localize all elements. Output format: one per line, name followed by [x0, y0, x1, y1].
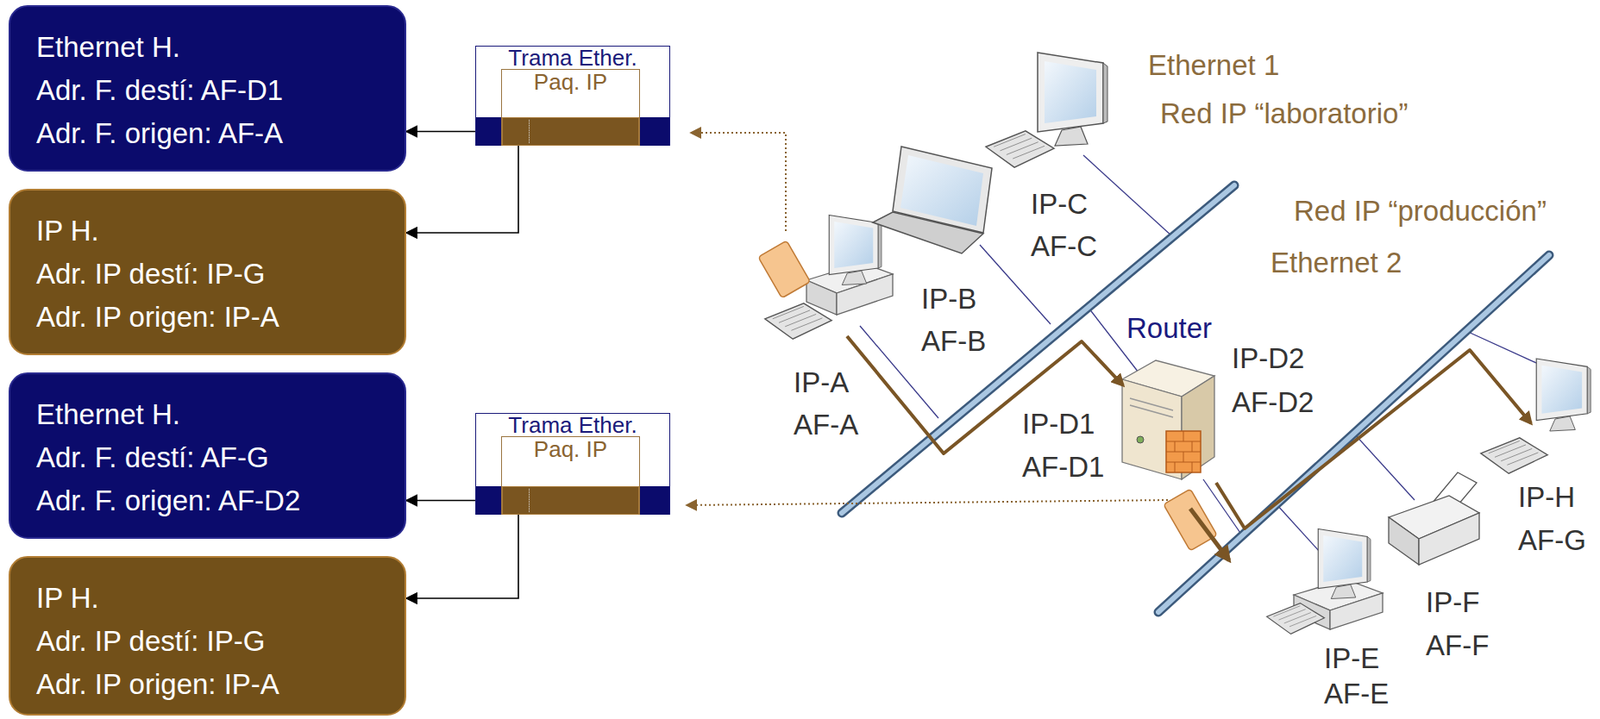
node-heading: Ethernet H.	[36, 393, 388, 437]
wire	[1083, 155, 1174, 238]
node-text: Adr. F. destí: AF-D1	[36, 69, 388, 113]
wire	[1354, 433, 1415, 501]
network-label: IP-D1	[1022, 407, 1095, 441]
brick-line	[1192, 441, 1193, 452]
monitor	[1037, 52, 1108, 146]
header-pointer	[406, 131, 476, 133]
header-pointer	[406, 145, 519, 233]
laptop	[872, 146, 992, 254]
brick-line	[1174, 462, 1176, 473]
packet-icon	[1163, 489, 1218, 552]
network-label: Router	[1126, 312, 1212, 346]
header-divider	[528, 489, 530, 513]
packet-bar	[501, 117, 640, 146]
packet-bar	[501, 486, 640, 515]
node-heading: Trama Ether.	[476, 414, 670, 437]
network-label: AF-C	[1030, 230, 1098, 264]
network-label: Ethernet 1	[1148, 49, 1280, 82]
network-label: IP-A	[793, 366, 849, 400]
workstation	[1480, 358, 1591, 474]
workstation	[985, 52, 1108, 168]
ip-packet: Paq. IP	[501, 436, 640, 515]
printer-front	[1388, 517, 1419, 565]
bus-fill	[841, 185, 1235, 514]
network-label: AF-D1	[1022, 451, 1105, 484]
ip-header-box: IP H.Adr. IP destí: IP-GAdr. IP origen: …	[8, 556, 407, 716]
keyboard	[1480, 438, 1548, 474]
node-text: Adr. IP origen: IP-A	[36, 295, 388, 339]
bus-outline	[841, 185, 1235, 514]
laptop-screen	[900, 155, 984, 226]
router-led	[1136, 436, 1144, 444]
ethernet-bus	[841, 185, 1235, 514]
ethernet-header-box: Ethernet H.Adr. F. destí: AF-D1Adr. F. o…	[8, 5, 407, 172]
desktop-pc	[758, 215, 893, 340]
router-slot	[1129, 405, 1174, 418]
network-label: AF-D2	[1231, 386, 1314, 420]
brick-line	[1192, 462, 1193, 473]
network-label: IP-C	[1030, 188, 1088, 221]
keyboard	[985, 131, 1055, 168]
monitor	[1317, 529, 1371, 600]
ethernet-bus	[1158, 255, 1550, 613]
node-heading: IP H.	[36, 577, 388, 621]
node-heading: Trama Ether.	[476, 46, 670, 70]
node-heading: Ethernet H.	[36, 25, 388, 70]
ethernet-header-box: Ethernet H.Adr. F. destí: AF-GAdr. F. or…	[8, 372, 407, 540]
node-text: Adr. F. origen: AF-D2	[36, 479, 388, 523]
header-divider	[528, 119, 530, 144]
ip-packet: Paq. IP	[501, 69, 640, 146]
node-text: Adr. IP destí: IP-G	[36, 252, 388, 296]
network-label: IP-D2	[1231, 342, 1305, 376]
wire	[1276, 504, 1320, 553]
laptop-base	[872, 212, 984, 254]
network-label: IP-H	[1518, 481, 1575, 515]
node-heading: IP H.	[36, 209, 388, 253]
node-text: Adr. F. origen: AF-A	[36, 112, 388, 156]
router-slot	[1129, 398, 1174, 411]
dotted-leader	[687, 500, 1168, 506]
network-label: AF-A	[793, 408, 859, 442]
monitor	[1536, 358, 1591, 432]
ethernet-frame: Trama Ether.Paq. IP	[475, 413, 671, 515]
network-label: Red IP “producción”	[1293, 194, 1547, 228]
node-text: Adr. IP origen: IP-A	[36, 663, 388, 707]
network-label: Red IP “laboratorio”	[1160, 97, 1408, 131]
desktop-pc	[1267, 529, 1383, 635]
node-text: Adr. IP destí: IP-G	[36, 620, 388, 664]
dotted-leader	[691, 132, 786, 232]
packet-arrow	[1190, 508, 1230, 561]
ethernet-frame: Trama Ether.Paq. IP	[475, 45, 671, 146]
network-label: AF-B	[921, 325, 986, 358]
node-text: Adr. F. destí: AF-G	[36, 436, 388, 480]
router	[1122, 360, 1230, 561]
brick-line	[1183, 451, 1185, 463]
node-heading: Paq. IP	[501, 69, 640, 95]
network-label: AF-E	[1323, 677, 1389, 711]
network-label: Ethernet 2	[1270, 246, 1402, 280]
monitor	[828, 215, 882, 286]
packet-icon	[758, 240, 810, 299]
network-label: AF-G	[1518, 524, 1587, 558]
header-pointer	[406, 500, 476, 502]
network-label: IP-B	[921, 282, 977, 316]
ip-header-box: IP H.Adr. IP destí: IP-GAdr. IP origen: …	[8, 188, 407, 356]
firewall-wall	[1166, 431, 1201, 473]
network-label: IP-E	[1323, 642, 1380, 676]
packet-route	[1216, 350, 1531, 529]
brick-line	[1183, 431, 1185, 442]
bus-fill	[1158, 255, 1550, 613]
brick-line	[1174, 441, 1176, 452]
firewall-icon	[1166, 431, 1201, 473]
printer-side	[1418, 513, 1480, 565]
header-pointer	[406, 514, 519, 599]
network-label: IP-F	[1425, 586, 1480, 620]
node-heading: Paq. IP	[501, 437, 640, 462]
keyboard	[1267, 603, 1325, 635]
printer	[1388, 472, 1480, 565]
network-label: AF-F	[1425, 629, 1489, 663]
bus-outline	[1158, 255, 1550, 613]
keyboard	[765, 303, 832, 339]
